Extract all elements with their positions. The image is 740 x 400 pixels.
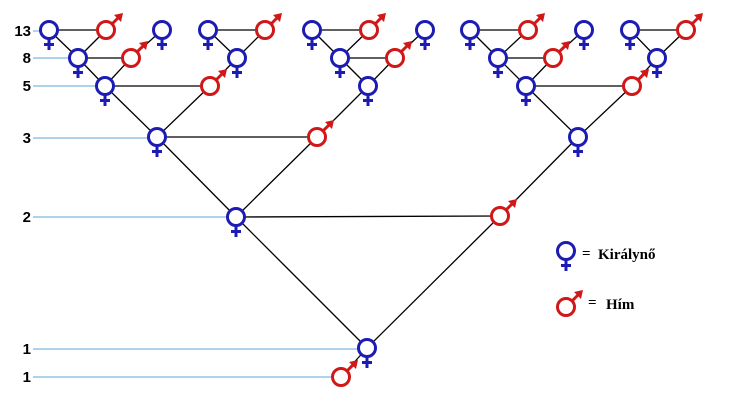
ancestry-edge	[104, 85, 158, 138]
ancestry-edge	[156, 136, 237, 218]
drone-node	[331, 360, 358, 387]
queen-node	[460, 20, 480, 50]
legend-queen-label: Királynő	[598, 247, 656, 263]
level-label-2: 2	[23, 209, 31, 226]
drone-node	[200, 69, 227, 96]
drone-node	[96, 13, 123, 40]
drone-node	[543, 41, 570, 68]
level-labels: 13 8 5 3 2 1 1	[14, 23, 31, 386]
queen-node	[647, 48, 667, 78]
ancestry-edge	[156, 85, 211, 138]
drone-node	[359, 13, 386, 40]
queen-node	[198, 20, 218, 50]
queen-node	[302, 20, 322, 50]
legend-queen-icon	[556, 241, 576, 271]
ancestry-nodes	[39, 13, 703, 387]
drone-node	[490, 199, 517, 226]
drone-icon	[556, 290, 583, 317]
legend-drone-label: Hím	[606, 297, 635, 313]
ancestry-edge	[577, 85, 633, 138]
ancestry-edge	[235, 216, 368, 349]
legend: = Királynő = Hím	[556, 241, 656, 317]
legend-queen-equals: =	[582, 246, 591, 262]
queen-node	[39, 20, 59, 50]
ancestry-edge	[525, 85, 579, 138]
queen-node	[620, 20, 640, 50]
level-label-8: 8	[23, 50, 31, 67]
queen-node	[147, 127, 167, 157]
queen-icon	[556, 241, 576, 271]
queen-node	[488, 48, 508, 78]
drone-node	[622, 69, 649, 96]
level-label-3: 3	[23, 130, 31, 147]
queen-node	[227, 48, 247, 78]
ancestry-edge	[366, 215, 501, 349]
level-guide-lines	[33, 30, 360, 378]
level-label-5: 5	[23, 78, 31, 95]
drone-node	[255, 13, 282, 40]
queen-node	[568, 127, 588, 157]
queen-node	[415, 20, 435, 50]
queen-node	[152, 20, 172, 50]
queen-node	[357, 338, 377, 368]
drone-node	[121, 41, 148, 68]
queen-node	[226, 207, 246, 237]
drone-node	[307, 120, 334, 147]
level-label-1-drone: 1	[23, 369, 31, 386]
drone-node	[518, 13, 545, 40]
ancestry-edge	[235, 136, 318, 218]
drone-node	[676, 13, 703, 40]
legend-drone-icon	[556, 290, 583, 317]
legend-drone-equals: =	[588, 295, 597, 311]
queen-node	[68, 48, 88, 78]
queen-node	[95, 76, 115, 106]
drone-node	[385, 41, 412, 68]
level-label-13: 13	[14, 23, 31, 40]
level-label-1-queen: 1	[23, 341, 31, 358]
ancestry-edge	[235, 215, 501, 218]
queen-node	[358, 76, 378, 106]
queen-node	[574, 20, 594, 50]
queen-node	[516, 76, 536, 106]
queen-node	[330, 48, 350, 78]
